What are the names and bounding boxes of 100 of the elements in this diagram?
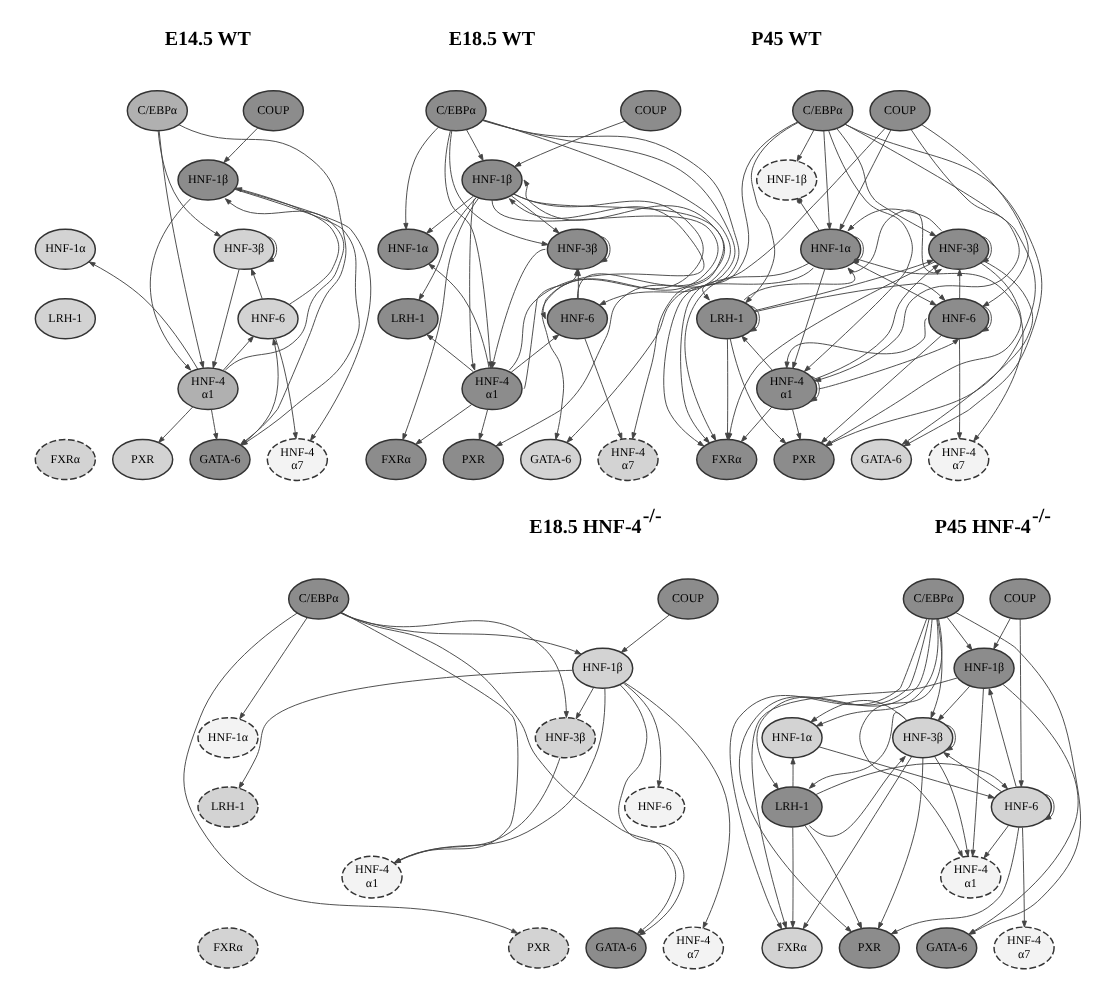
- arrow: [222, 335, 254, 371]
- arrow: [808, 755, 906, 837]
- arrow: [584, 337, 623, 440]
- arrow: [847, 208, 942, 232]
- arrow: [815, 618, 939, 727]
- arrow: [802, 755, 913, 930]
- arrow: [970, 688, 984, 857]
- arrow: [804, 824, 863, 929]
- arrow: [808, 712, 906, 789]
- arrow: [469, 198, 476, 371]
- arrow: [702, 267, 814, 301]
- arrow: [149, 198, 192, 371]
- arrow: [238, 669, 573, 789]
- arrow: [988, 688, 1017, 788]
- arrow: [490, 248, 546, 369]
- arrow: [749, 305, 760, 332]
- arrow: [818, 746, 995, 799]
- arrow: [810, 700, 908, 723]
- arrow: [792, 409, 802, 441]
- arrow: [235, 187, 340, 305]
- connector: [796, 198, 820, 231]
- arrow: [792, 268, 826, 369]
- arrow: [753, 259, 934, 312]
- arrow: [790, 827, 796, 928]
- arrow: [796, 129, 815, 162]
- arrow: [183, 612, 519, 934]
- arrow: [756, 618, 933, 790]
- arrow: [426, 334, 474, 373]
- arrow: [1021, 827, 1027, 928]
- arrow: [825, 262, 1022, 446]
- arrow: [510, 334, 560, 373]
- arrow: [239, 617, 308, 720]
- arrow: [339, 612, 569, 718]
- connector: [853, 236, 864, 264]
- arrow: [784, 318, 928, 369]
- arrow: [491, 199, 719, 320]
- arrow: [741, 335, 773, 371]
- arrow: [853, 261, 937, 306]
- label: E14.5 WT: [164, 28, 252, 51]
- arrow: [847, 209, 942, 275]
- arrow: [620, 614, 670, 654]
- arrow: [600, 236, 611, 263]
- arrow: [1044, 793, 1055, 821]
- arrow: [251, 268, 263, 300]
- arrow: [449, 130, 549, 247]
- arrow: [839, 129, 892, 231]
- arrow: [418, 196, 478, 301]
- arrow: [836, 128, 937, 237]
- arrow: [402, 197, 479, 441]
- arrow: [514, 120, 626, 167]
- arrow: [663, 121, 799, 447]
- arrow: [813, 264, 940, 380]
- arrow: [575, 687, 595, 720]
- arrow: [478, 409, 489, 441]
- arrow: [415, 404, 473, 445]
- arrow: [224, 198, 345, 371]
- arrow: [340, 612, 677, 935]
- arrow: [465, 129, 484, 162]
- arrow: [790, 757, 796, 788]
- arrow: [267, 236, 278, 263]
- arrow: [810, 375, 820, 402]
- arrow: [943, 752, 1003, 793]
- arrow: [937, 685, 971, 721]
- arrow: [983, 824, 1010, 859]
- arrow: [945, 724, 956, 751]
- arrow: [508, 198, 705, 371]
- arrow: [857, 258, 1024, 442]
- arrow: [804, 129, 913, 372]
- arrow: [210, 409, 219, 441]
- arrow: [981, 305, 992, 332]
- arrow: [426, 195, 474, 234]
- arrow: [743, 267, 856, 301]
- arrow: [618, 684, 685, 936]
- arrow: [930, 618, 943, 719]
- arrow: [223, 127, 259, 163]
- arrow: [158, 406, 194, 443]
- arrow: [624, 682, 731, 929]
- arrow: [403, 126, 440, 230]
- arrow: [157, 130, 222, 237]
- arrow: [158, 130, 205, 369]
- arrow: [523, 179, 726, 300]
- arrow: [946, 616, 973, 651]
- label: E18.5 WT: [448, 28, 536, 51]
- arrow: [993, 617, 1011, 650]
- arrow: [745, 121, 799, 304]
- arrow: [957, 269, 963, 300]
- arrow: [814, 129, 1020, 382]
- label: P45 WT: [751, 28, 822, 51]
- arrow: [622, 682, 662, 788]
- arrow: [88, 261, 199, 370]
- arrow: [933, 755, 970, 857]
- arrow: [877, 757, 924, 929]
- arrow: [901, 260, 1034, 445]
- arrow: [740, 406, 773, 443]
- arrow: [482, 119, 731, 306]
- arrow: [981, 236, 992, 263]
- arrow: [754, 282, 946, 313]
- arrow: [815, 763, 1009, 795]
- arrow: [274, 337, 298, 440]
- arrow: [818, 338, 960, 390]
